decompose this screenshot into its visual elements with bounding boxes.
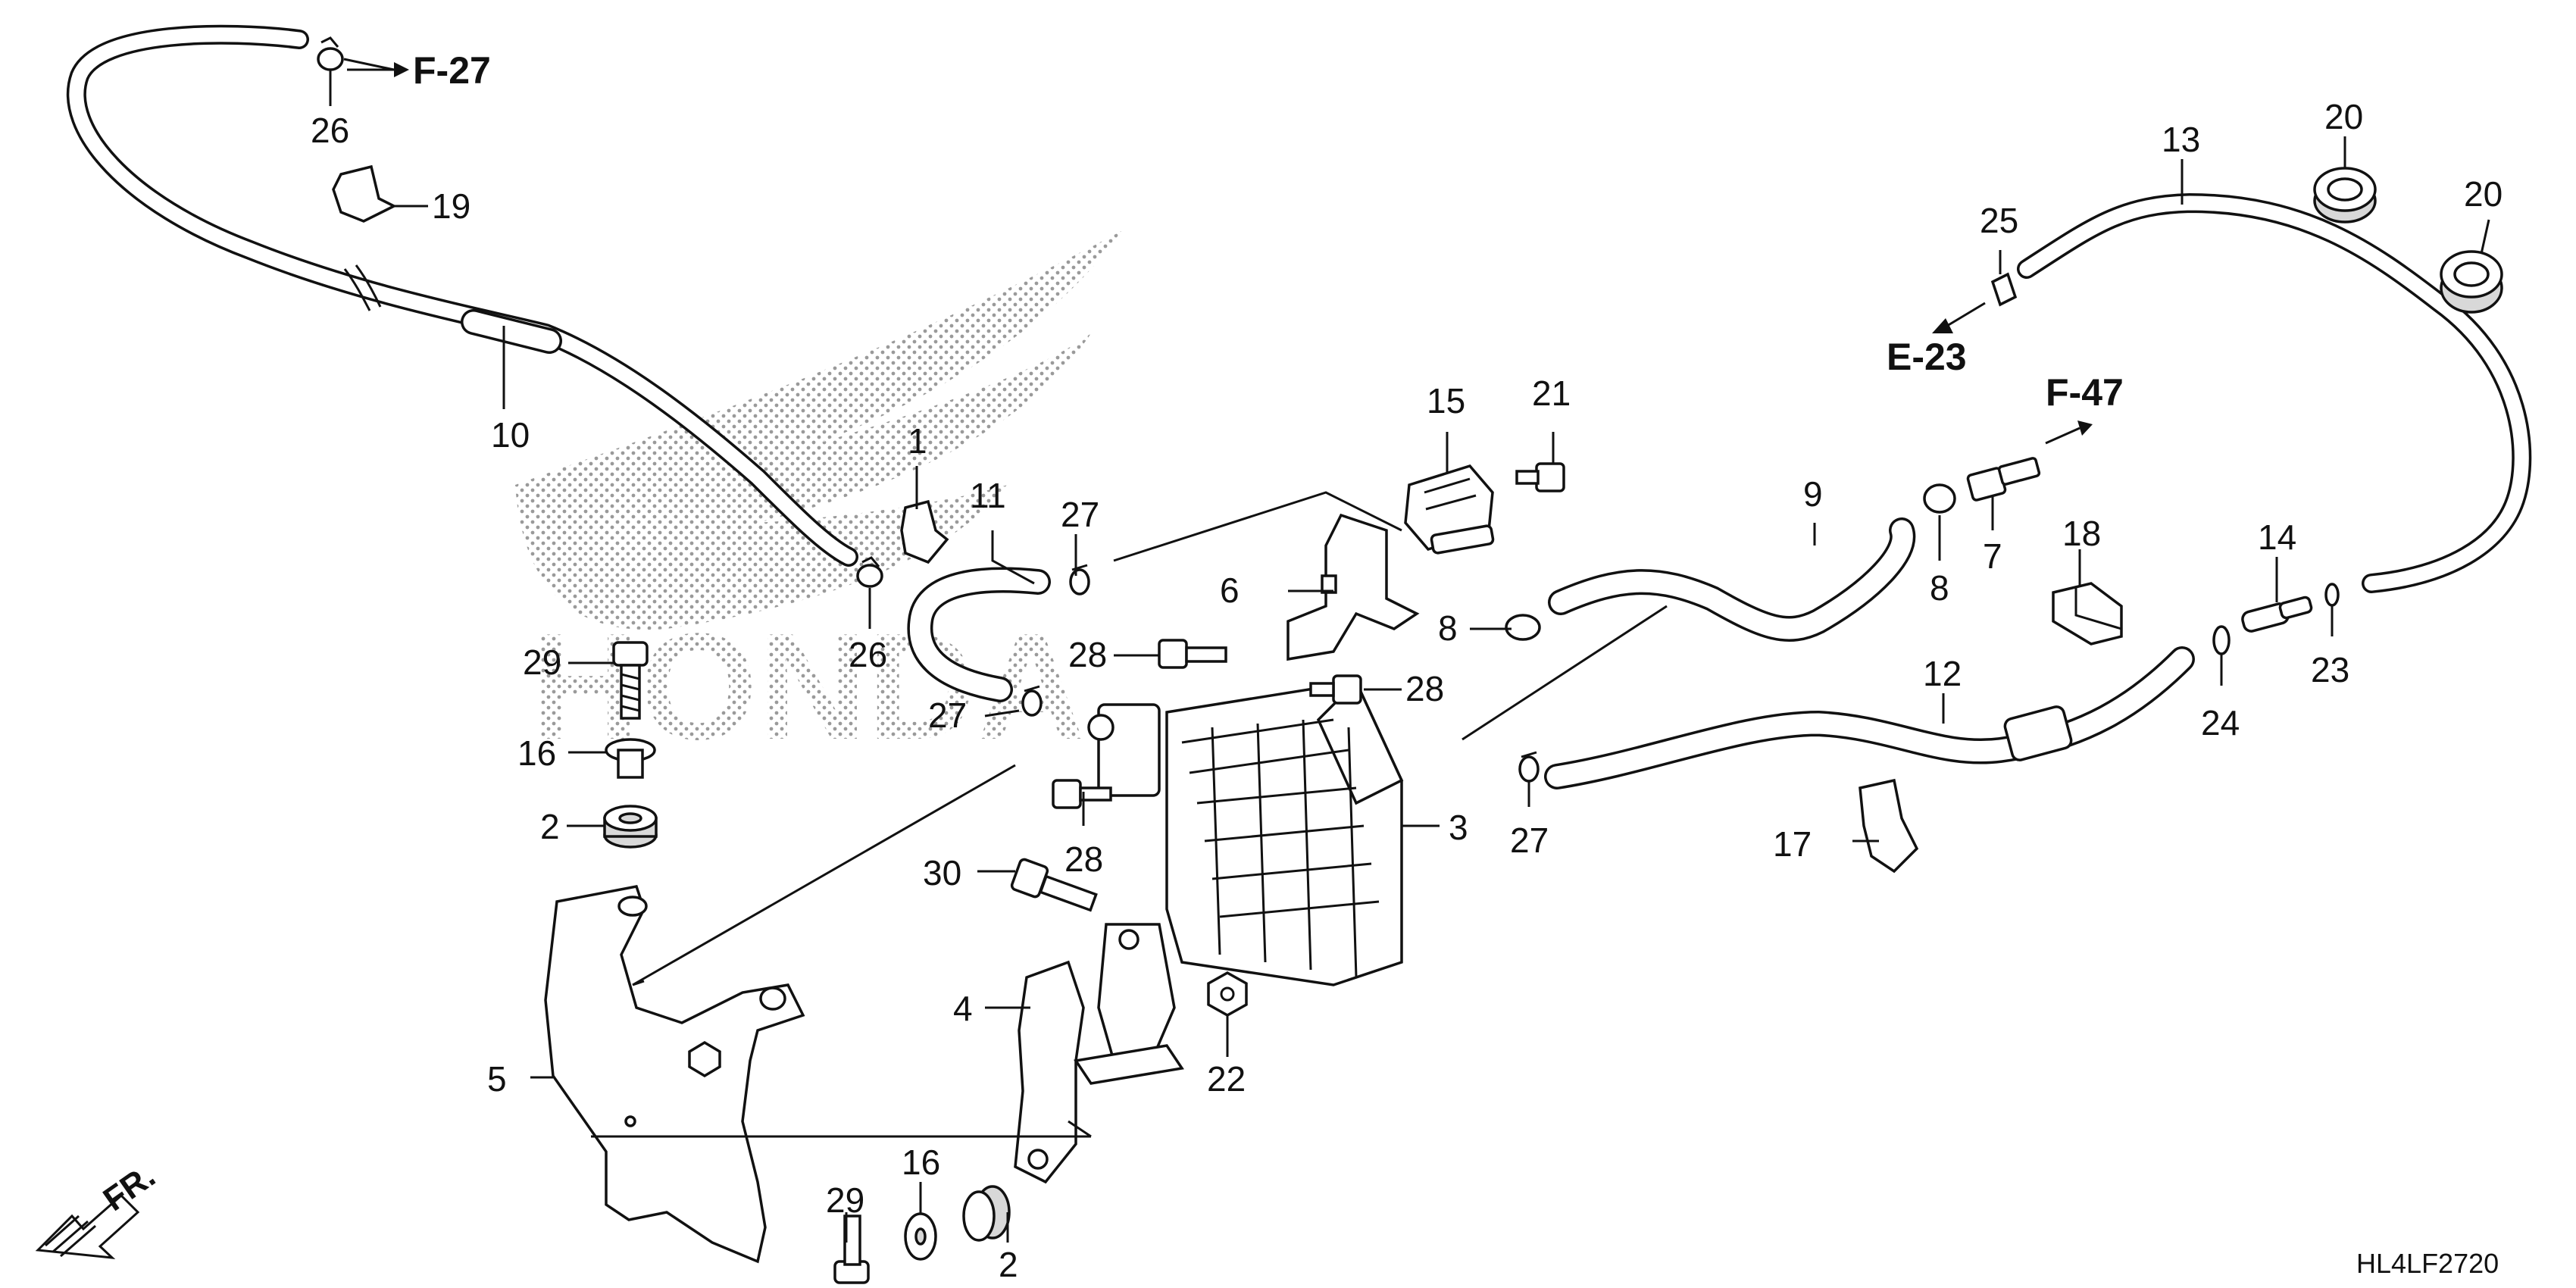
callout-11: 11: [970, 476, 1006, 515]
callout-20-a: 20: [2324, 97, 2363, 136]
o-rings-23-24: [2212, 583, 2340, 655]
clip-19: [332, 164, 397, 223]
callout-2-lower: 2: [999, 1245, 1018, 1284]
cover-18: [2052, 582, 2123, 646]
callout-28-a: 28: [1068, 635, 1107, 674]
clamps-27: [1021, 564, 1540, 783]
clip-25: [1990, 272, 2018, 307]
clip-1: [900, 499, 949, 564]
callout-17: 17: [1773, 824, 1812, 864]
callout-12: 12: [1923, 654, 1962, 693]
callout-7: 7: [1983, 536, 2002, 576]
ref-f47[interactable]: F-47: [2046, 371, 2124, 414]
callout-28-c: 28: [1064, 839, 1103, 879]
callout-28-b: 28: [1405, 669, 1444, 708]
hose-13: [2017, 193, 2532, 593]
callout-3: 3: [1449, 808, 1468, 847]
callout-23: 23: [2311, 650, 2349, 689]
callout-27-b: 27: [928, 696, 967, 735]
clip-17: [1859, 778, 1919, 874]
front-direction-arrow: FR.: [35, 1157, 162, 1259]
clamps-20: [2313, 167, 2503, 314]
callout-10: 10: [491, 415, 530, 455]
callout-27-c: 27: [1510, 821, 1549, 860]
callout-21: 21: [1532, 374, 1571, 413]
hose-11: [907, 567, 1051, 702]
callout-24: 24: [2201, 703, 2240, 742]
callout-15: 15: [1427, 381, 1465, 420]
collar-16-upper: [605, 738, 656, 779]
ref-e23[interactable]: E-23: [1887, 336, 1967, 378]
callout-2-upper: 2: [540, 807, 560, 846]
grommet-2-upper: [603, 805, 658, 849]
callout-26-lower: 26: [849, 635, 887, 674]
bracket-4: [1014, 923, 1184, 1184]
bolts-28: [1052, 639, 1362, 809]
callout-29-upper: 29: [523, 642, 561, 682]
callout-9: 9: [1803, 474, 1823, 514]
fitting-7: [1966, 457, 2041, 502]
bolt-30: [1010, 858, 1098, 912]
hose-12: [1544, 646, 2195, 789]
callout-19: 19: [432, 186, 470, 226]
callout-18: 18: [2062, 514, 2101, 553]
callout-4: 4: [953, 989, 973, 1028]
diagram-code: HL4LF2720: [2356, 1248, 2499, 1279]
bolt-21: [1515, 462, 1565, 492]
clamp-26-lower: [856, 556, 883, 588]
callout-16-upper: 16: [517, 733, 556, 773]
fitting-14: [2241, 596, 2313, 633]
bolt-29-upper: [612, 641, 649, 720]
callout-6: 6: [1220, 571, 1240, 610]
hose-9: [1548, 517, 1916, 642]
ref-f27[interactable]: F-27: [413, 49, 491, 92]
callout-13: 13: [2162, 120, 2200, 159]
nut-22: [1207, 971, 1248, 1018]
callout-25: 25: [1980, 201, 2018, 240]
callout-14: 14: [2258, 517, 2296, 557]
callout-5: 5: [487, 1059, 507, 1099]
clamp-8: [1505, 483, 1956, 641]
callout-22: 22: [1207, 1059, 1246, 1099]
grommet-2-lower: [962, 1185, 1011, 1242]
callout-29-lower: 29: [826, 1180, 864, 1220]
callout-20-b: 20: [2464, 174, 2503, 214]
callout-26-upper: 26: [311, 111, 349, 150]
bracket-6: [1286, 513, 1420, 661]
callout-30: 30: [923, 853, 961, 893]
hose-10: [66, 24, 858, 567]
leader-lines: [329, 58, 2490, 1243]
callout-27-a: 27: [1061, 495, 1099, 534]
callout-8-a: 8: [1438, 608, 1458, 648]
callout-16-lower: 16: [902, 1143, 940, 1182]
bolt-29-lower: [833, 1215, 870, 1284]
callouts: 26 19 10 1 11 26 27 28 28 27 6 15 21 8 9…: [311, 97, 2503, 1284]
valve-15: [1404, 464, 1495, 555]
bracket-5: [544, 884, 805, 1264]
washer-16-lower: [904, 1212, 937, 1261]
clamp-26-upper: [317, 36, 344, 71]
ref-arrows: [347, 62, 2093, 445]
canister-3: [1087, 679, 1404, 986]
callout-1: 1: [908, 421, 927, 461]
callout-8-b: 8: [1930, 568, 1949, 608]
